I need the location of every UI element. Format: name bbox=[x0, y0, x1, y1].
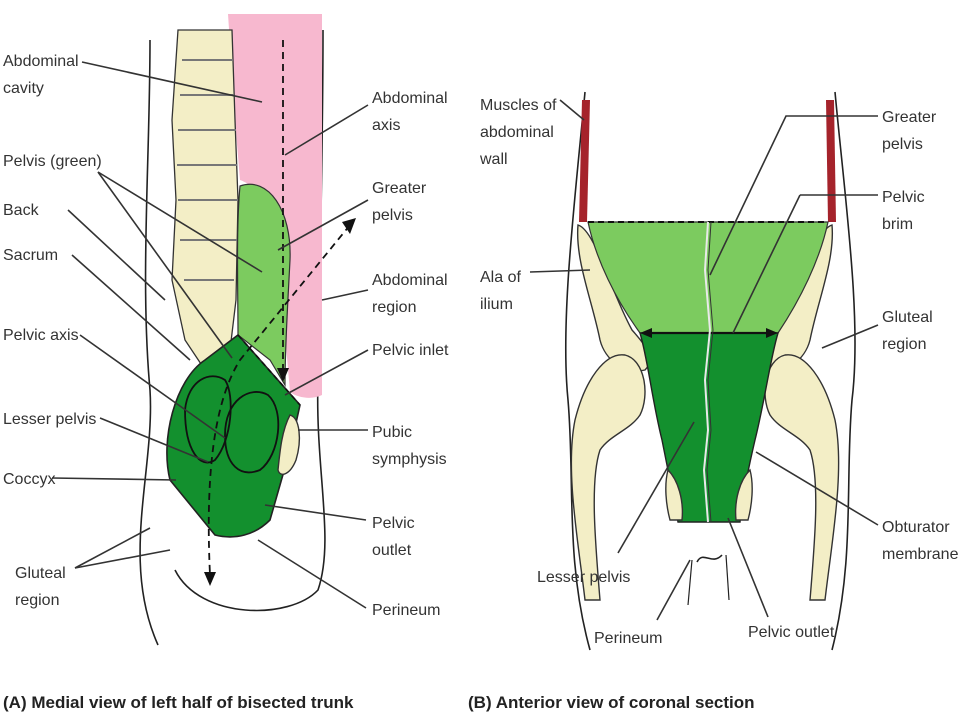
pelvic-inlet-line bbox=[237, 334, 301, 406]
label-abdominal-region: Abdominal region bbox=[372, 272, 452, 316]
panel-a-drawing bbox=[139, 14, 356, 646]
label-abdominal-cavity: Abdominal cavity bbox=[3, 53, 83, 97]
midline-outline bbox=[706, 221, 714, 523]
label-perineum-b: Perineum bbox=[594, 630, 662, 647]
lesser-pelvis-inner bbox=[184, 375, 232, 464]
greater-pelvis-region bbox=[236, 183, 291, 388]
brim-arrow-left bbox=[640, 328, 652, 338]
femur-left bbox=[570, 354, 646, 601]
muscle-right bbox=[826, 100, 836, 222]
body-outline-left bbox=[564, 91, 591, 651]
label-back: Back bbox=[3, 202, 40, 219]
panel-a-labels: Abdominal cavity Pelvis (green) Back Sac… bbox=[3, 53, 452, 619]
abdominal-axis-arrow bbox=[277, 368, 289, 382]
pelvic-bone-ring bbox=[224, 391, 280, 474]
label-ala-of-ilium: Ala of ilium bbox=[480, 269, 525, 313]
label-gluteal-region-b: Gluteal region bbox=[882, 309, 937, 353]
caption-panel-a: (A) Medial view of left half of bisected… bbox=[3, 693, 354, 712]
label-sacrum: Sacrum bbox=[3, 247, 58, 264]
label-pelvic-axis: Pelvic axis bbox=[3, 327, 79, 344]
perineum-mark bbox=[696, 554, 723, 563]
panel-b-leaders bbox=[529, 99, 879, 621]
body-outline-right bbox=[831, 91, 856, 651]
label-coccyx: Coccyx bbox=[3, 471, 55, 488]
midline bbox=[702, 221, 712, 523]
label-gluteal-region-a: Gluteal region bbox=[15, 565, 70, 609]
label-pelvic-outlet-b: Pelvic outlet bbox=[748, 624, 835, 641]
label-obturator-membrane: Obturator membrane bbox=[882, 519, 959, 563]
label-pubic-symphysis: Pubic symphysis bbox=[372, 424, 447, 468]
panel-a-leaders bbox=[51, 61, 369, 609]
femur-right bbox=[764, 354, 840, 601]
perineum-stem-1 bbox=[687, 559, 693, 606]
label-pelvis-green: Pelvis (green) bbox=[3, 153, 102, 170]
label-abdominal-axis: Abdominal axis bbox=[372, 90, 452, 134]
panel-b-drawing bbox=[564, 91, 856, 651]
pelvic-axis-line bbox=[207, 224, 351, 576]
pelvic-axis-arrow-bottom bbox=[204, 572, 216, 586]
label-pelvic-inlet: Pelvic inlet bbox=[372, 342, 449, 359]
label-perineum-a: Perineum bbox=[372, 602, 440, 619]
lesser-pelvis-region-b bbox=[639, 332, 779, 523]
label-greater-pelvis-b: Greater pelvis bbox=[882, 109, 941, 153]
label-pelvic-outlet-a: Pelvic outlet bbox=[372, 515, 419, 559]
body-outline-back bbox=[139, 39, 159, 646]
vertebrae-lines bbox=[177, 59, 238, 281]
label-greater-pelvis-a: Greater pelvis bbox=[372, 180, 431, 224]
label-lesser-pelvis-a: Lesser pelvis bbox=[3, 411, 96, 428]
label-lesser-pelvis-b: Lesser pelvis bbox=[537, 569, 630, 586]
ischium-left bbox=[665, 468, 684, 521]
pubic-symphysis-bone bbox=[277, 414, 301, 475]
panel-b-labels: Muscles of abdominal wall Ala of ilium G… bbox=[479, 97, 959, 647]
pelvic-axis-arrow-top bbox=[342, 218, 356, 234]
brim-arrow-right bbox=[766, 328, 778, 338]
label-pelvic-brim: Pelvic brim bbox=[882, 189, 929, 233]
muscle-left bbox=[579, 100, 590, 222]
label-muscles-abdominal-wall: Muscles of abdominal wall bbox=[479, 97, 561, 168]
perineum-stem-2 bbox=[725, 554, 730, 601]
caption-panel-b: (B) Anterior view of coronal section bbox=[468, 693, 755, 712]
ischium-right bbox=[734, 468, 753, 521]
